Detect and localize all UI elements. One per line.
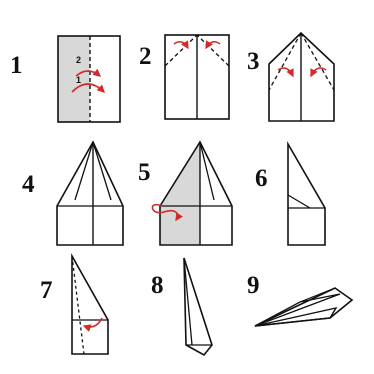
step-number-9: 9: [247, 272, 260, 299]
step-4-right-flap: [93, 142, 111, 200]
step-2-left-fold-line: [165, 35, 197, 66]
step-3-figure: [269, 33, 334, 121]
step-3-right-fold-line: [301, 33, 334, 90]
step-1-shaded-half: [58, 36, 90, 122]
step-number-1: 1: [10, 52, 23, 79]
step-1-figure: 2 1: [58, 36, 120, 122]
step-1-sublabel-2: 2: [76, 55, 81, 65]
step-3-left-fold-line: [269, 33, 301, 90]
step-number-8: 8: [151, 272, 164, 299]
step-7-figure: [72, 256, 108, 354]
step-8-figure: [184, 258, 212, 355]
step-1-sublabel-1: 1: [76, 75, 81, 85]
step-2-left-arrow: [174, 42, 188, 48]
step-number-5: 5: [138, 159, 151, 186]
step-4-outline: [57, 142, 123, 245]
step-4-left-flap: [75, 142, 93, 200]
step-number-6: 6: [255, 165, 268, 192]
step-3-left-arrow: [278, 68, 293, 76]
step-2-right-fold-line: [197, 35, 229, 66]
step-2-right-arrow: [206, 42, 220, 48]
step-7-wing-fold-line: [72, 256, 84, 354]
step-9-figure: [255, 288, 352, 326]
step-7-fold-arrow: [84, 318, 102, 327]
step-9-wing-crease: [300, 288, 335, 302]
step-number-2: 2: [139, 43, 152, 70]
step-5-right-flap: [200, 142, 214, 200]
step-2-figure: [165, 35, 229, 119]
step-5-shaded-side: [160, 142, 200, 245]
step-number-4: 4: [22, 171, 35, 198]
step-6-figure: [288, 144, 325, 245]
step-number-3: 3: [247, 48, 260, 75]
step-4-figure: [57, 142, 123, 245]
step-6-inner-line: [288, 195, 310, 208]
step-number-7: 7: [40, 277, 53, 304]
step-5-figure: [152, 142, 232, 245]
step-6-outline: [288, 144, 325, 245]
